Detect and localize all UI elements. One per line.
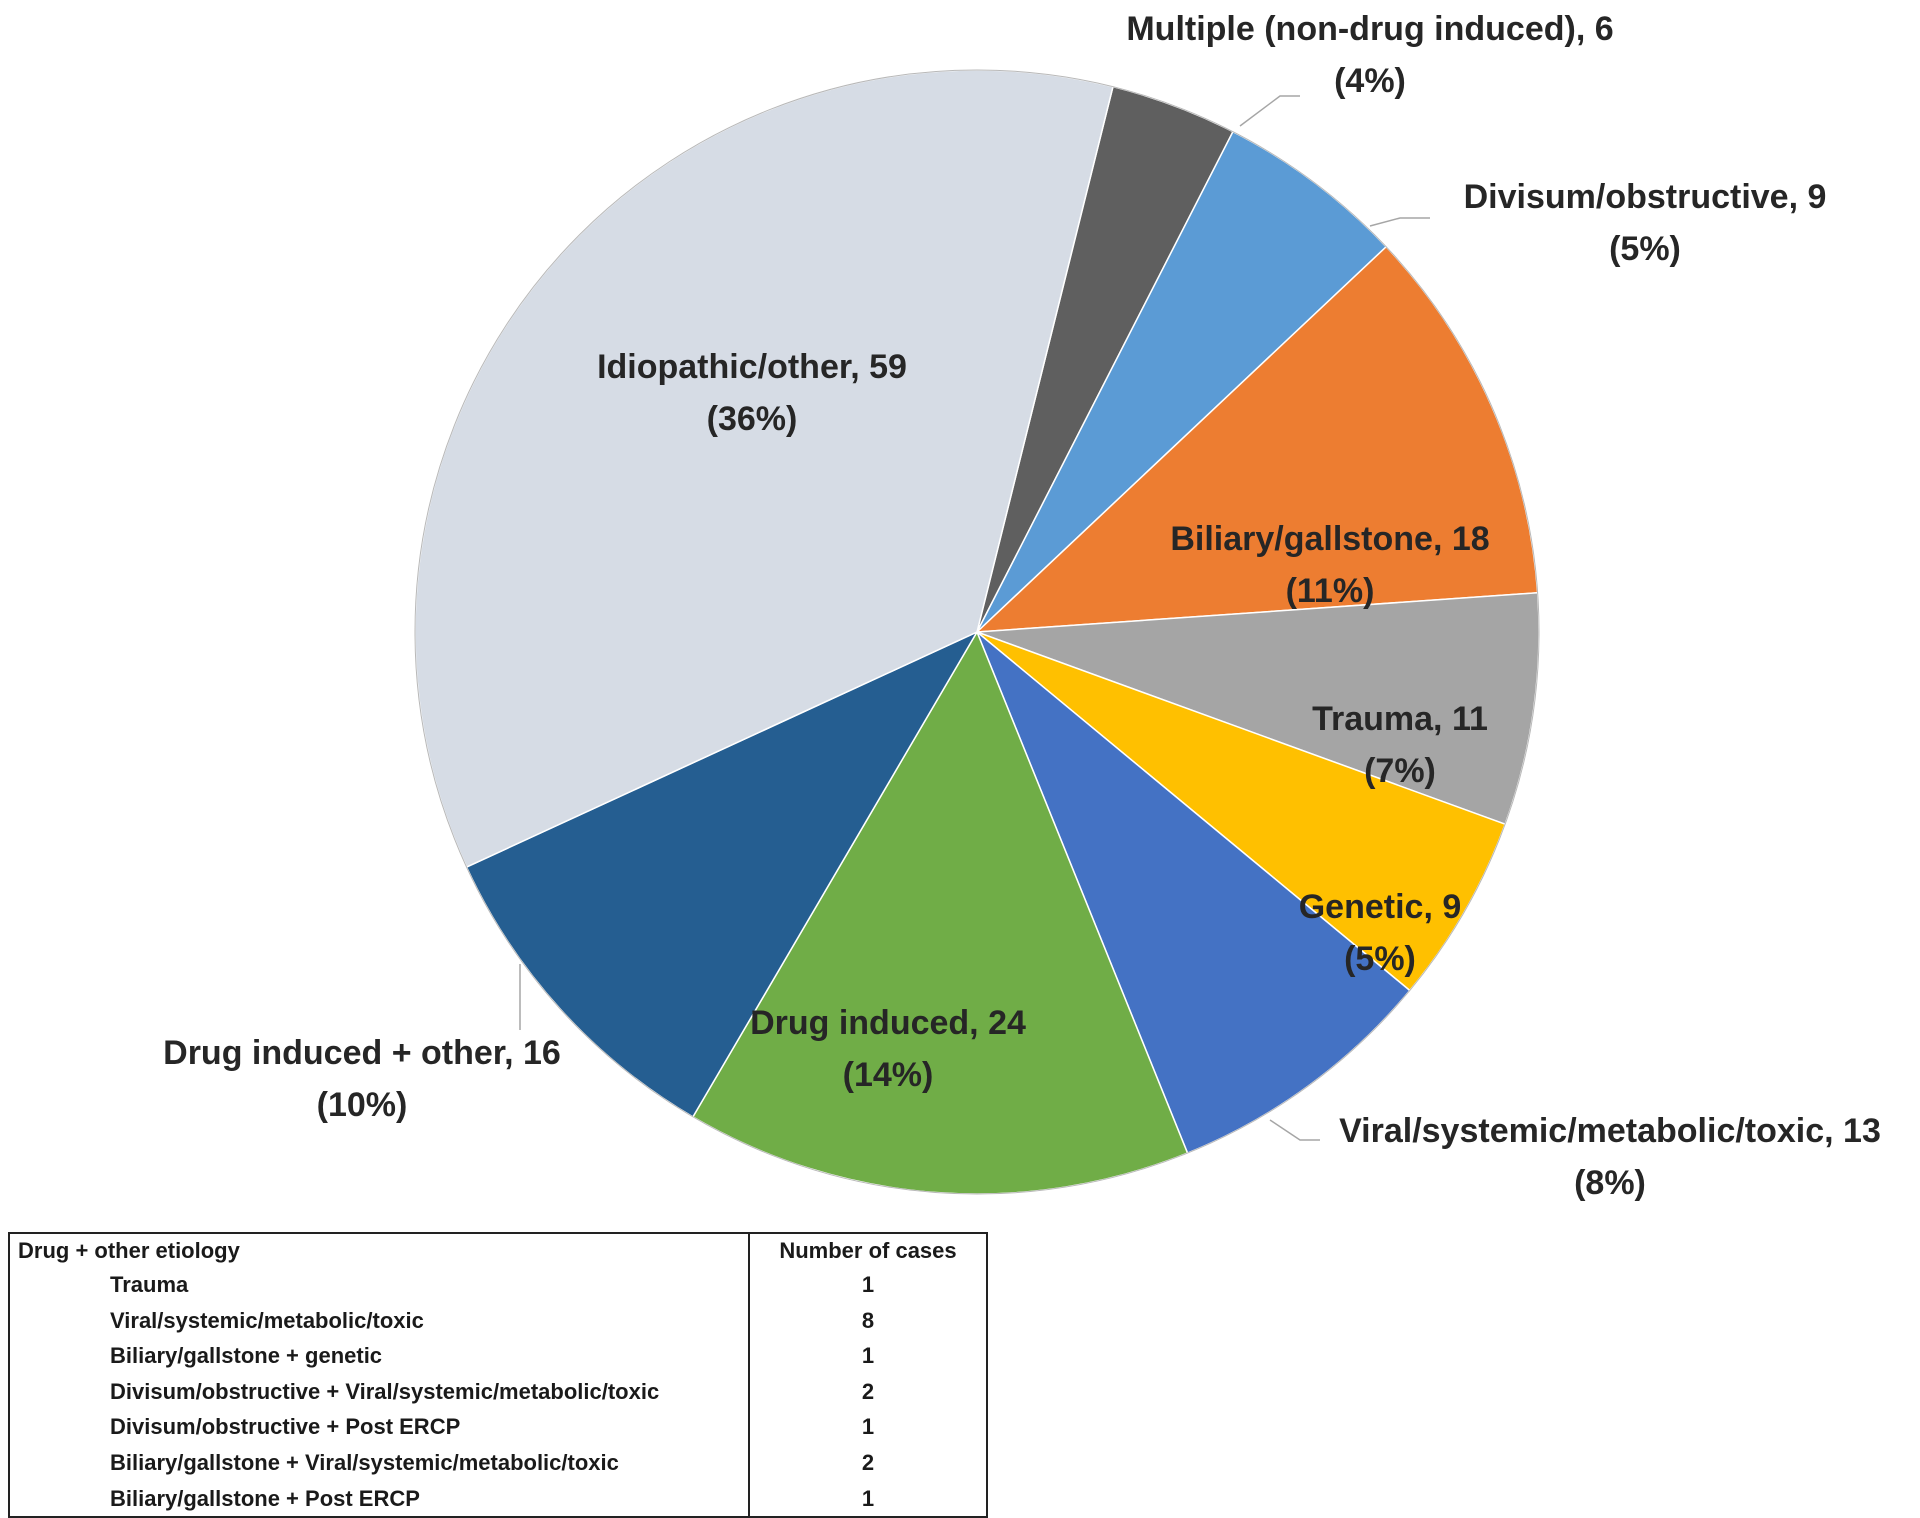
table-row: Trauma 1 [9, 1267, 987, 1303]
slice-labels: Multiple (non-drug induced), 6 (4%) Divisu… [163, 10, 1881, 1202]
table-row: Biliary/gallstone + Post ERCP 1 [9, 1480, 987, 1517]
table-row: Biliary/gallstone + genetic 1 [9, 1338, 987, 1374]
table-row: Viral/systemic/metabolic/toxic 8 [9, 1302, 987, 1339]
etiology-cell: Viral/systemic/metabolic/toxic [110, 1307, 424, 1333]
table-header-row: Drug + other etiology Number of cases [9, 1233, 987, 1267]
slice-label-viral-systemic-metabolic-toxic: Viral/systemic/metabolic/toxic, 13 [1339, 1112, 1881, 1150]
slice-percent-trauma: (7%) [1364, 752, 1436, 790]
cases-cell: 1 [748, 1338, 987, 1374]
slice-percent-multiple-non-drug-induced: (4%) [1334, 62, 1406, 100]
cases-cell: 1 [748, 1480, 987, 1517]
cases-cell: 2 [748, 1373, 987, 1410]
slice-label-drug-induced: Drug induced, 24 [750, 1004, 1026, 1042]
etiology-cell: Biliary/gallstone + Viral/systemic/metab… [110, 1450, 619, 1475]
pie-slices [414, 69, 1540, 1195]
leader-line [1239, 95, 1300, 127]
etiology-column-header: Drug + other etiology [18, 1238, 240, 1263]
slice-label-trauma: Trauma, 11 [1312, 700, 1488, 738]
etiology-cell: Divisum/obstructive + Post ERCP [110, 1414, 461, 1440]
slice-label-genetic: Genetic, 9 [1299, 888, 1462, 926]
table-row: Divisum/obstructive + Viral/systemic/met… [9, 1373, 987, 1410]
slice-percent-viral-systemic-metabolic-toxic: (8%) [1574, 1164, 1646, 1202]
slice-label-multiple-non-drug-induced: Multiple (non-drug induced), 6 [1126, 10, 1613, 48]
etiology-cell: Biliary/gallstone + Post ERCP [110, 1485, 420, 1511]
slice-percent-idiopathic-other: (36%) [707, 400, 798, 438]
pie-outline [414, 69, 1540, 1195]
cases-cell: 8 [748, 1302, 987, 1339]
cases-cell: 1 [748, 1409, 987, 1445]
slice-label-biliary-gallstone: Biliary/gallstone, 18 [1170, 520, 1489, 558]
drug-other-etiology-table: Drug + other etiology Number of cases Tr… [8, 1232, 988, 1518]
slice-percent-divisum-obstructive: (5%) [1609, 230, 1681, 268]
slice-label-idiopathic-other: Idiopathic/other, 59 [597, 348, 907, 386]
pie-chart: Multiple (non-drug induced), 6 (4%) Divisu… [163, 10, 1881, 1202]
slice-percent-drug-induced: (14%) [843, 1056, 934, 1094]
slice-percent-drug-induced-other: (10%) [317, 1086, 408, 1124]
cases-cell: 2 [748, 1444, 987, 1481]
slice-label-divisum-obstructive: Divisum/obstructive, 9 [1464, 178, 1827, 216]
slice-percent-genetic: (5%) [1344, 940, 1416, 978]
table-row: Biliary/gallstone + Viral/systemic/metab… [9, 1444, 987, 1481]
slice-label-drug-induced-other: Drug induced + other, 16 [163, 1034, 561, 1072]
leader-lines [519, 95, 1430, 1141]
leader-line [1269, 1119, 1320, 1141]
cases-column-header: Number of cases [748, 1233, 987, 1267]
leader-line [1369, 217, 1430, 227]
slice-percent-biliary-gallstone: (11%) [1286, 572, 1375, 610]
etiology-cell: Trauma [110, 1272, 189, 1298]
etiology-cell: Divisum/obstructive + Viral/systemic/met… [110, 1378, 660, 1404]
etiology-cell: Biliary/gallstone + genetic [110, 1343, 383, 1369]
cases-cell: 1 [748, 1267, 987, 1303]
table-row: Divisum/obstructive + Post ERCP 1 [9, 1409, 987, 1445]
